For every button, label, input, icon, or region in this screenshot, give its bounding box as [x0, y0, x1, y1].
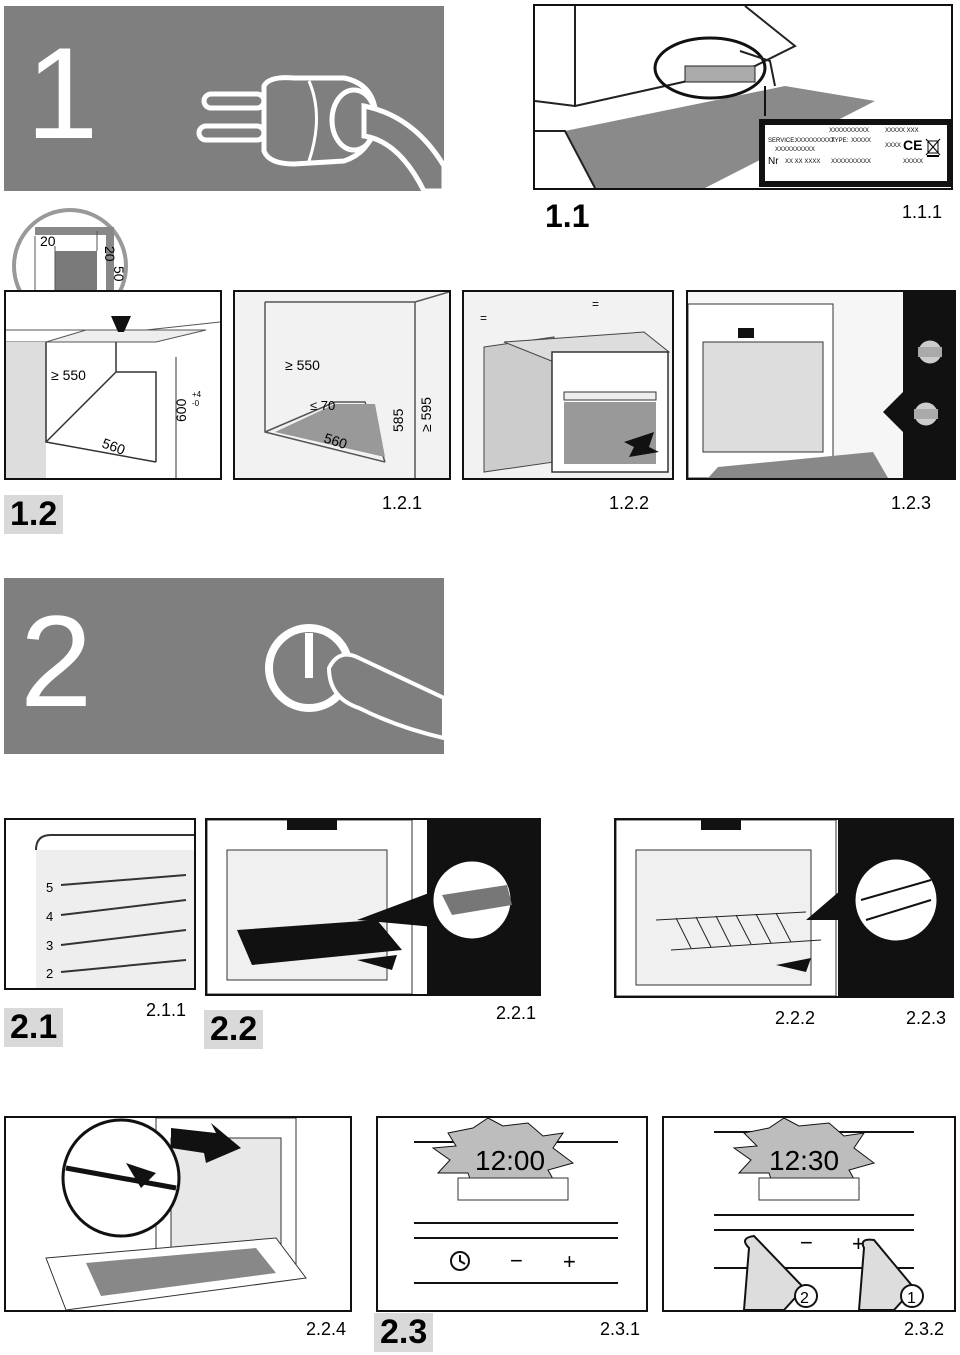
plate-mid-right: XXXX	[885, 143, 902, 149]
section-2-1-title: 2.1	[4, 1008, 64, 1047]
figure-1-2-1-label: 1.2.1	[382, 493, 423, 513]
figure-1-2-3-label: 1.2.3	[891, 493, 932, 513]
plug-icon	[196, 75, 444, 191]
dim-b-h1: 585	[390, 408, 406, 432]
dim-a-height: 600	[173, 398, 189, 422]
figure-1-2-cabinet-a: ≥ 550 560 600 +4 -0	[4, 290, 222, 480]
figure-2-2-1-tray	[205, 818, 541, 996]
ce-mark: CE	[903, 137, 923, 153]
figure-1-2-2-label: 1.2.2	[609, 493, 650, 513]
dim-a-depth: 560	[100, 435, 128, 458]
control-plus-1: +	[563, 1249, 576, 1274]
figure-2-1-1-label: 2.1.1	[146, 1000, 187, 1020]
plate-type-label: TYPE:	[831, 138, 849, 144]
dim-b-h2: ≥ 595	[418, 397, 434, 432]
oven-cavity-drawing	[535, 6, 875, 188]
figure-2-2-3-label: 2.2.3	[906, 1008, 947, 1028]
figure-1-1-1-oven-cavity: XXXXXXXXXX XXXXX XXX SERVICE: XXXXXXXXXX…	[533, 4, 953, 190]
clock-display-1: 12:00	[475, 1145, 545, 1176]
plate-bottom-right: XXXXX	[903, 159, 924, 165]
dim-corner-c: 50	[111, 266, 127, 282]
plate-nr-value: XX XX XXXX	[785, 159, 821, 165]
dim-corner-b: 20	[102, 246, 118, 262]
plate-bottom-mid: XXXXXXXXXX	[831, 159, 872, 165]
dim-a-tol-plus: +4	[192, 390, 202, 399]
dim-a-width: ≥ 550	[51, 367, 86, 383]
dim-b-depth: 560	[322, 430, 349, 453]
figure-2-2-4-label: 2.2.4	[306, 1319, 347, 1339]
figure-1-1-1-label: 1.1.1	[902, 202, 943, 222]
control-minus-1: −	[510, 1248, 523, 1273]
figure-2-2-2-grid-shelf	[614, 818, 954, 998]
figure-2-2-4-telescopic-rails	[4, 1116, 352, 1312]
section-1-2-title: 1.2	[4, 495, 64, 534]
figure-1-2-1-cabinet-b: ≥ 550 ≤ 70 560 585 ≥ 595	[233, 290, 451, 480]
figure-2-2-2-label: 2.2.2	[775, 1008, 816, 1028]
section-1-banner: 1	[4, 6, 444, 191]
plate-code-line: XXXXXXXXXX	[775, 147, 816, 153]
figure-2-3-1-clock-display: 12:00 − +	[376, 1116, 648, 1312]
clock-display-2: 12:30	[769, 1145, 839, 1176]
equal-mark-right: =	[592, 297, 599, 311]
plate-service-label: SERVICE:	[768, 138, 796, 144]
dim-b-gap: ≤ 70	[310, 398, 335, 413]
figure-2-3-2-label: 2.3.2	[904, 1319, 945, 1339]
plate-top-mid: XXXXXXXXXX	[829, 128, 870, 134]
section-2-number: 2	[20, 588, 93, 734]
equal-mark-left: =	[480, 311, 487, 325]
step-2-marker: 2	[800, 1290, 809, 1307]
step-1-marker: 1	[907, 1290, 916, 1307]
weee-bin-icon	[925, 138, 941, 157]
figure-2-2-1-label: 2.2.1	[496, 1003, 537, 1023]
section-2-2-title: 2.2	[204, 1010, 264, 1049]
plate-service-value: XXXXXXXXXX	[795, 138, 836, 144]
section-1-number: 1	[26, 20, 99, 166]
shelf-level-4: 4	[46, 909, 53, 924]
figure-2-1-shelf-levels: 5 4 3 2	[4, 818, 196, 990]
dim-a-tol-minus: -0	[192, 399, 200, 408]
plate-type-value: XXXXX	[851, 138, 872, 144]
shelf-level-5: 5	[46, 880, 53, 895]
rating-plate: XXXXXXXXXX XXXXX XXX SERVICE: XXXXXXXXXX…	[759, 119, 951, 187]
dim-b-width: ≥ 550	[285, 357, 320, 373]
section-1-1-title: 1.1	[545, 198, 590, 234]
section-2-banner: 2	[4, 578, 444, 754]
figure-2-3-1-label: 2.3.1	[600, 1319, 641, 1339]
shelf-level-2: 2	[46, 966, 53, 981]
figure-1-2-2-insert-oven: = =	[462, 290, 674, 480]
figure-1-2-3-fix-screws	[686, 290, 956, 480]
power-button-press-icon	[265, 624, 444, 741]
figure-2-3-2-set-clock: 12:30 − + 2 1	[662, 1116, 956, 1312]
dim-corner-a: 20	[40, 233, 56, 249]
control-minus-2: −	[800, 1230, 813, 1255]
section-2-3-title: 2.3	[374, 1313, 434, 1352]
control-plus-2: +	[852, 1231, 865, 1256]
shelf-level-3: 3	[46, 938, 53, 953]
plate-top-right: XXXXX XXX	[885, 128, 919, 134]
plate-nr-label: Nr	[768, 156, 779, 167]
